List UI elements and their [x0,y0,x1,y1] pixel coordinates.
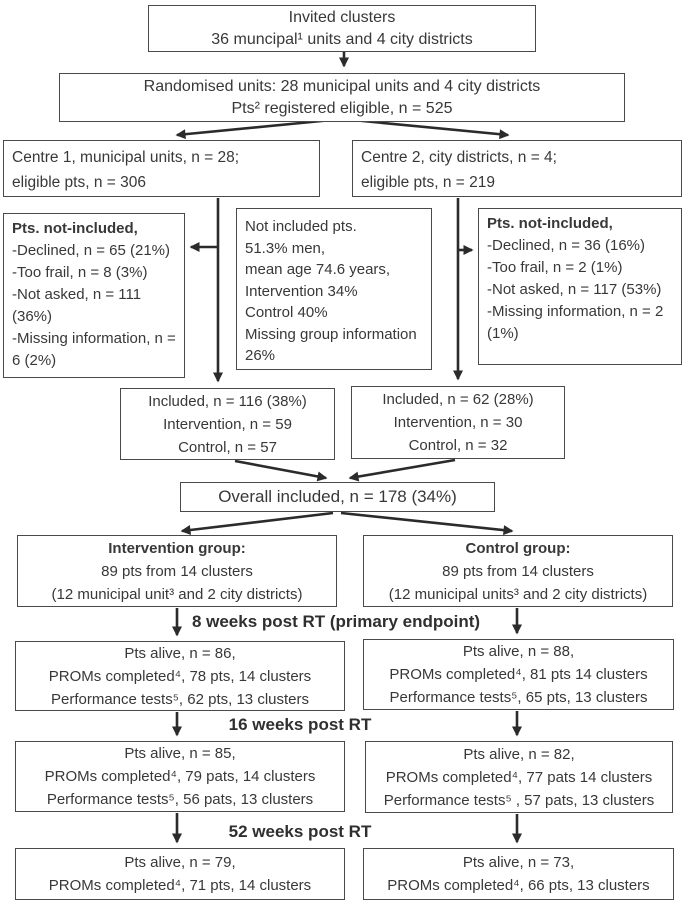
box-line: Pts alive, n = 88, [462,643,575,660]
box-line: -Missing information, n = 6 (2%) [12,330,176,369]
week52-control-box: Pts alive, n = 73, PROMs completed⁴, 66 … [363,848,674,900]
box-line: -Too frail, n = 2 (1%) [487,259,623,276]
box-line: Intervention, n = 30 [393,414,523,431]
arrow-overall-to-intervention [180,511,334,535]
box-line: Included, n = 116 (38%) [148,392,307,410]
box-line: Intervention 34% [245,282,358,300]
box-line: PROMs completed⁴, 71 pts, 14 clusters [48,877,312,894]
box-line: PROMs completed⁴, 78 pts, 14 clusters [48,667,312,685]
not-included-centre1-box: Pts. not-included, -Declined, n = 65 (21… [3,213,185,378]
arrow-included2-to-overall [348,458,456,482]
week8-intervention-box: Pts alive, n = 86, PROMs completed⁴, 78 … [15,641,345,711]
week8-section-label: 8 weeks post RT (primary endpoint) [191,612,481,631]
box-line: -Declined, n = 36 (16%) [487,237,645,254]
box-line: Performance tests⁵, 65 pts, 13 clusters [389,689,648,706]
box-line: -Missing information, n = 2 (1%) [487,303,664,342]
box-line: -Too frail, n = 8 (3%) [12,264,148,281]
week16-section-label: 16 weeks post RT [228,715,372,734]
invited-clusters-box: Invited clusters 36 muncipal¹ units and … [148,5,536,52]
week8-control-box: Pts alive, n = 88, PROMs completed⁴, 81 … [363,639,674,710]
box-line: Missing group information 26% [245,325,417,365]
centre2-box: Centre 2, city districts, n = 4; eligibl… [352,140,682,197]
box-line: eligible pts, n = 306 [12,174,146,191]
box-line: Performance tests⁵, 56 pats, 13 clusters [46,791,314,808]
box-line: eligible pts, n = 219 [361,174,495,191]
box-line: Centre 1, municipal units, n = 28; [12,149,240,166]
box-line: 51.3% men, [245,239,326,257]
box-line: 89 pts from 14 clusters [442,562,594,580]
box-line: PROMs completed⁴, 79 pats, 14 clusters [44,768,316,785]
box-line: mean age 74.6 years, [245,261,391,278]
box-line: Performance tests⁵ , 57 pats, 13 cluster… [383,791,655,809]
control-group-box: Control group: 89 pts from 14 clusters (… [363,535,673,607]
box-line: PROMs completed⁴, 81 pts 14 clusters [389,666,648,683]
randomised-units-box: Randomised units: 28 municipal units and… [59,73,625,122]
week16-intervention-box: Pts alive, n = 85, PROMs completed⁴, 79 … [15,741,345,812]
box-line: 89 pts from 14 clusters [101,562,253,580]
box-line: -Not asked, n = 111 (36%) [12,286,142,325]
arrow-overall-to-control [340,511,514,536]
week52-section-label: 52 weeks post RT [228,822,372,841]
box-line: Centre 2, city districts, n = 4; [361,149,557,166]
intervention-group-box: Intervention group: 89 pts from 14 clust… [17,535,337,607]
box-line: Pts alive, n = 82, [463,745,575,763]
box-line: PROMs completed⁴, 66 pts, 13 clusters [387,877,650,894]
week52-intervention-box: Pts alive, n = 79, PROMs completed⁴, 71 … [15,848,345,900]
box-line: Overall included, n = 178 (34%) [218,487,457,506]
box-line: Pts alive, n = 73, [462,854,575,871]
box-line: Included, n = 62 (28%) [382,391,534,408]
box-line: -Declined, n = 65 (21%) [12,242,170,259]
box-line: PROMs completed⁴, 77 pats 14 clusters [385,768,653,786]
included-centre2-box: Included, n = 62 (28%) Intervention, n =… [351,386,565,459]
arrow-included1-to-overall [234,459,328,482]
box-line: Invited clusters [288,8,396,26]
box-title: Pts. not-included, [12,220,138,237]
box-line: Pts alive, n = 86, [124,644,236,662]
box-title: Pts. not-included, [487,215,613,232]
box-line: Randomised units: 28 municipal units and… [143,77,541,95]
not-included-summary-box: Not included pts. 51.3% men, mean age 74… [236,208,432,370]
box-line: Pts² registered eligible, n = 525 [231,99,453,117]
box-line: Control 40% [245,304,328,321]
box-line: Intervention, n = 59 [163,415,292,433]
box-line: Performance tests⁵, 62 pts, 13 clusters [51,690,309,708]
included-centre1-box: Included, n = 116 (38%) Intervention, n … [120,388,335,460]
box-line: Pts alive, n = 85, [124,745,236,762]
box-title: Intervention group: [108,539,246,557]
box-title: Control group: [465,539,571,557]
box-line: Not included pts. [245,218,357,235]
box-line: 36 muncipal¹ units and 4 city districts [211,30,473,48]
box-line: (12 municipal units³ and 2 city district… [388,585,648,603]
week16-control-box: Pts alive, n = 82, PROMs completed⁴, 77 … [365,741,673,813]
overall-included-box: Overall included, n = 178 (34%) [180,482,495,512]
box-line: Control, n = 32 [408,437,508,454]
not-included-centre2-box: Pts. not-included, -Declined, n = 36 (16… [478,208,682,365]
box-line: Control, n = 57 [178,438,277,456]
centre1-box: Centre 1, municipal units, n = 28; eligi… [3,140,320,197]
box-line: Pts alive, n = 79, [124,854,236,871]
box-line: -Not asked, n = 117 (53%) [487,281,662,298]
box-line: (12 municipal unit³ and 2 city districts… [51,585,303,603]
